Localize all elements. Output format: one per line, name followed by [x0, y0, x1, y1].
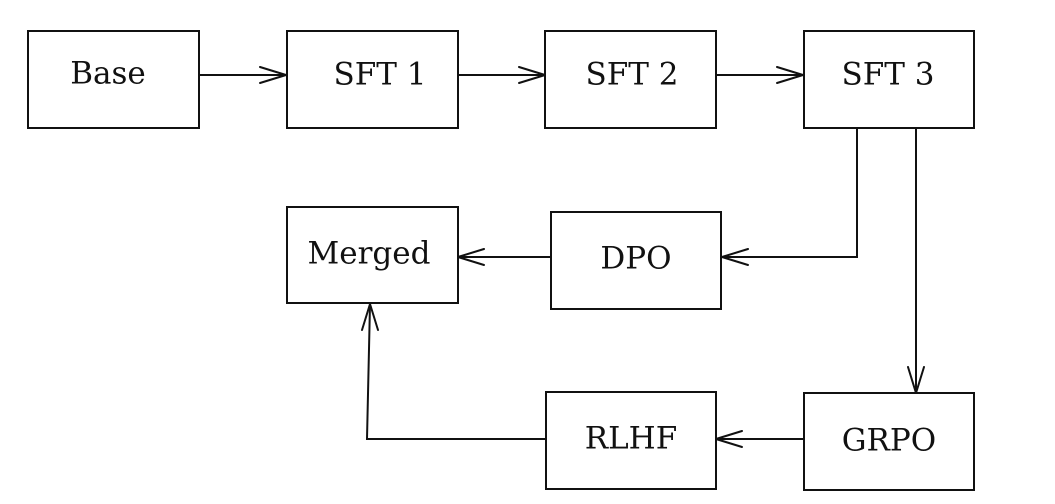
edge-rlhf-to-merged — [361, 303, 546, 440]
node-sft2: SFT 2 — [544, 30, 717, 129]
node-label-dpo: DPO — [600, 241, 671, 277]
node-label-base: Base — [70, 56, 146, 92]
edge-sft3-to-dpo — [721, 129, 858, 266]
edge-grpo-to-rlhf — [715, 430, 804, 448]
edge-sft2-to-sft3 — [716, 66, 804, 84]
edge-base-to-sft1 — [199, 66, 287, 84]
node-label-sft1: SFT 1 — [334, 57, 427, 93]
node-label-merged: Merged — [308, 236, 431, 272]
node-dpo: DPO — [550, 211, 722, 310]
edge-dpo-to-merged — [457, 248, 551, 266]
node-label-grpo: GRPO — [842, 423, 936, 459]
node-rlhf: RLHF — [545, 391, 717, 490]
node-grpo: GRPO — [803, 392, 975, 491]
node-merged: Merged — [286, 206, 459, 304]
node-base: Base — [27, 30, 200, 129]
node-label-sft2: SFT 2 — [586, 57, 679, 93]
node-label-rlhf: RLHF — [585, 421, 677, 457]
node-sft3: SFT 3 — [803, 30, 975, 129]
edge-sft3-to-grpo — [907, 129, 925, 394]
node-sft1: SFT 1 — [286, 30, 459, 129]
node-label-sft3: SFT 3 — [842, 57, 935, 93]
nodes: Base SFT 1 SFT 2 SFT 3 Merged DPO RLHF — [27, 30, 975, 491]
edge-sft1-to-sft2 — [458, 66, 546, 84]
